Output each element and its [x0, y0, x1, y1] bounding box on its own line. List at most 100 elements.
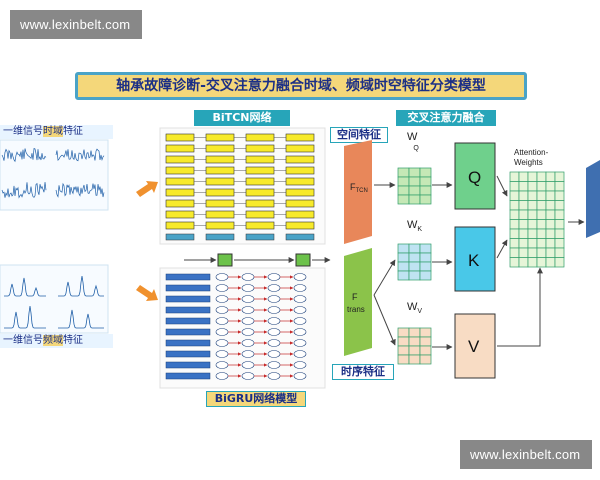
attn-cell-3-0: [509, 200, 520, 211]
tcn-cell-0-0: [165, 133, 195, 142]
gru-node-3-2: [267, 306, 281, 314]
attn-cell-9-0: [509, 257, 520, 268]
attn-cell-2-4: [545, 190, 556, 201]
wv-cell-3-1: [408, 354, 421, 365]
wq-cell-2-1: [408, 185, 421, 196]
wq-cell-1-1: [408, 176, 421, 187]
attn-cell-4-5: [554, 209, 565, 220]
arrow-to-bigru: [136, 285, 158, 301]
f-trans-label-2: trans: [347, 305, 365, 314]
gru-in-9: [165, 372, 211, 380]
wq-cell-1-0: [397, 176, 410, 187]
gru-node-6-1: [241, 339, 255, 347]
wv-cell-1-0: [397, 336, 410, 347]
tcn-cell-8-3: [285, 221, 315, 230]
gru-node-2-2: [267, 295, 281, 303]
wk-cell-0-0: [397, 243, 410, 254]
time-wave-1: [1, 148, 47, 163]
attn-cell-6-1: [518, 228, 529, 239]
key-box: [454, 226, 496, 292]
attn-cell-4-3: [536, 209, 547, 220]
tcn-cell-1-2: [245, 144, 275, 153]
attn-cell-0-0: [509, 171, 520, 182]
gru-node-2-1: [241, 295, 255, 303]
gru-node-7-3: [293, 350, 307, 358]
attn-cell-6-2: [527, 228, 538, 239]
gru-in-5: [165, 328, 211, 336]
wq-cell-2-2: [419, 185, 432, 196]
wq-cell-0-2: [419, 167, 432, 178]
wk-cell-1-0: [397, 252, 410, 263]
f-tcn-label: FTCN: [350, 182, 368, 194]
tcn-cell-0-1: [205, 133, 235, 142]
wq-cell-0-0: [397, 167, 410, 178]
gru-node-5-1: [241, 328, 255, 336]
attn-cell-4-0: [509, 209, 520, 220]
gru-node-2-3: [293, 295, 307, 303]
gru-node-9-2: [267, 372, 281, 380]
f-tcn-feature-bar: [344, 140, 372, 244]
attn-cell-6-0: [509, 228, 520, 239]
attention-weights-label-2: Weights: [514, 158, 543, 167]
w-v-label: WV: [407, 301, 422, 315]
bitcn-network: [159, 127, 326, 245]
freq-spectrum-1: [4, 277, 46, 297]
attn-cell-5-3: [536, 219, 547, 230]
attn-cell-2-5: [554, 190, 565, 201]
gru-node-5-3: [293, 328, 307, 336]
tcn-cell-8-0: [165, 221, 195, 230]
gru-node-4-1: [241, 317, 255, 325]
gru-node-1-3: [293, 284, 307, 292]
tcn-cell-5-0: [165, 188, 195, 197]
attn-cell-6-4: [545, 228, 556, 239]
cross-attention-label: 交叉注意力融合: [396, 110, 496, 126]
time-label-highlight: 时域: [43, 126, 63, 137]
tcn-cell-7-1: [205, 210, 235, 219]
tcn-cell-7-3: [285, 210, 315, 219]
wv-cell-3-0: [397, 354, 410, 365]
attn-cell-9-2: [527, 257, 538, 268]
attn-cell-2-2: [527, 190, 538, 201]
gru-in-2: [165, 295, 211, 303]
attn-cell-1-4: [545, 181, 556, 192]
gru-node-7-2: [267, 350, 281, 358]
wk-cell-2-2: [419, 261, 432, 272]
attn-cell-5-4: [545, 219, 556, 230]
time-wave-4: [55, 182, 105, 198]
spatial-feature-label: 空间特征: [330, 127, 388, 143]
attn-cell-3-1: [518, 200, 529, 211]
time-label-prefix: 一维信号: [3, 126, 43, 137]
tcn-cell-1-0: [165, 144, 195, 153]
gru-node-4-3: [293, 317, 307, 325]
tcn-cell-5-3: [285, 188, 315, 197]
tcn-cell-6-3: [285, 199, 315, 208]
tcn-cell-4-2: [245, 177, 275, 186]
gru-node-7-1: [241, 350, 255, 358]
freq-label-highlight: 频域: [43, 335, 63, 346]
wq-cell-2-0: [397, 185, 410, 196]
attn-cell-1-2: [527, 181, 538, 192]
attn-cell-5-2: [527, 219, 538, 230]
gru-node-6-3: [293, 339, 307, 347]
attn-cell-8-5: [554, 247, 565, 258]
attn-cell-2-3: [536, 190, 547, 201]
tcn-out-0: [165, 233, 195, 241]
gru-node-6-2: [267, 339, 281, 347]
bigru-label: BiGRU网络模型: [206, 391, 306, 407]
wq-cell-3-2: [419, 194, 432, 205]
wq-cell-3-1: [408, 194, 421, 205]
attn-cell-0-3: [536, 171, 547, 182]
watermark-top: www.lexinbelt.com: [10, 10, 142, 39]
tcn-cell-2-0: [165, 155, 195, 164]
freq-domain-label: 一维信号频域特征: [0, 334, 113, 348]
attn-cell-9-3: [536, 257, 547, 268]
attn-cell-7-1: [518, 238, 529, 249]
gru-node-5-0: [215, 328, 229, 336]
attn-cell-4-2: [527, 209, 538, 220]
tcn-out-3: [285, 233, 315, 241]
time-waveforms: [1, 148, 105, 199]
tcn-cell-6-1: [205, 199, 235, 208]
gru-in-8: [165, 361, 211, 369]
attn-cell-8-3: [536, 247, 547, 258]
wk-cell-0-1: [408, 243, 421, 254]
